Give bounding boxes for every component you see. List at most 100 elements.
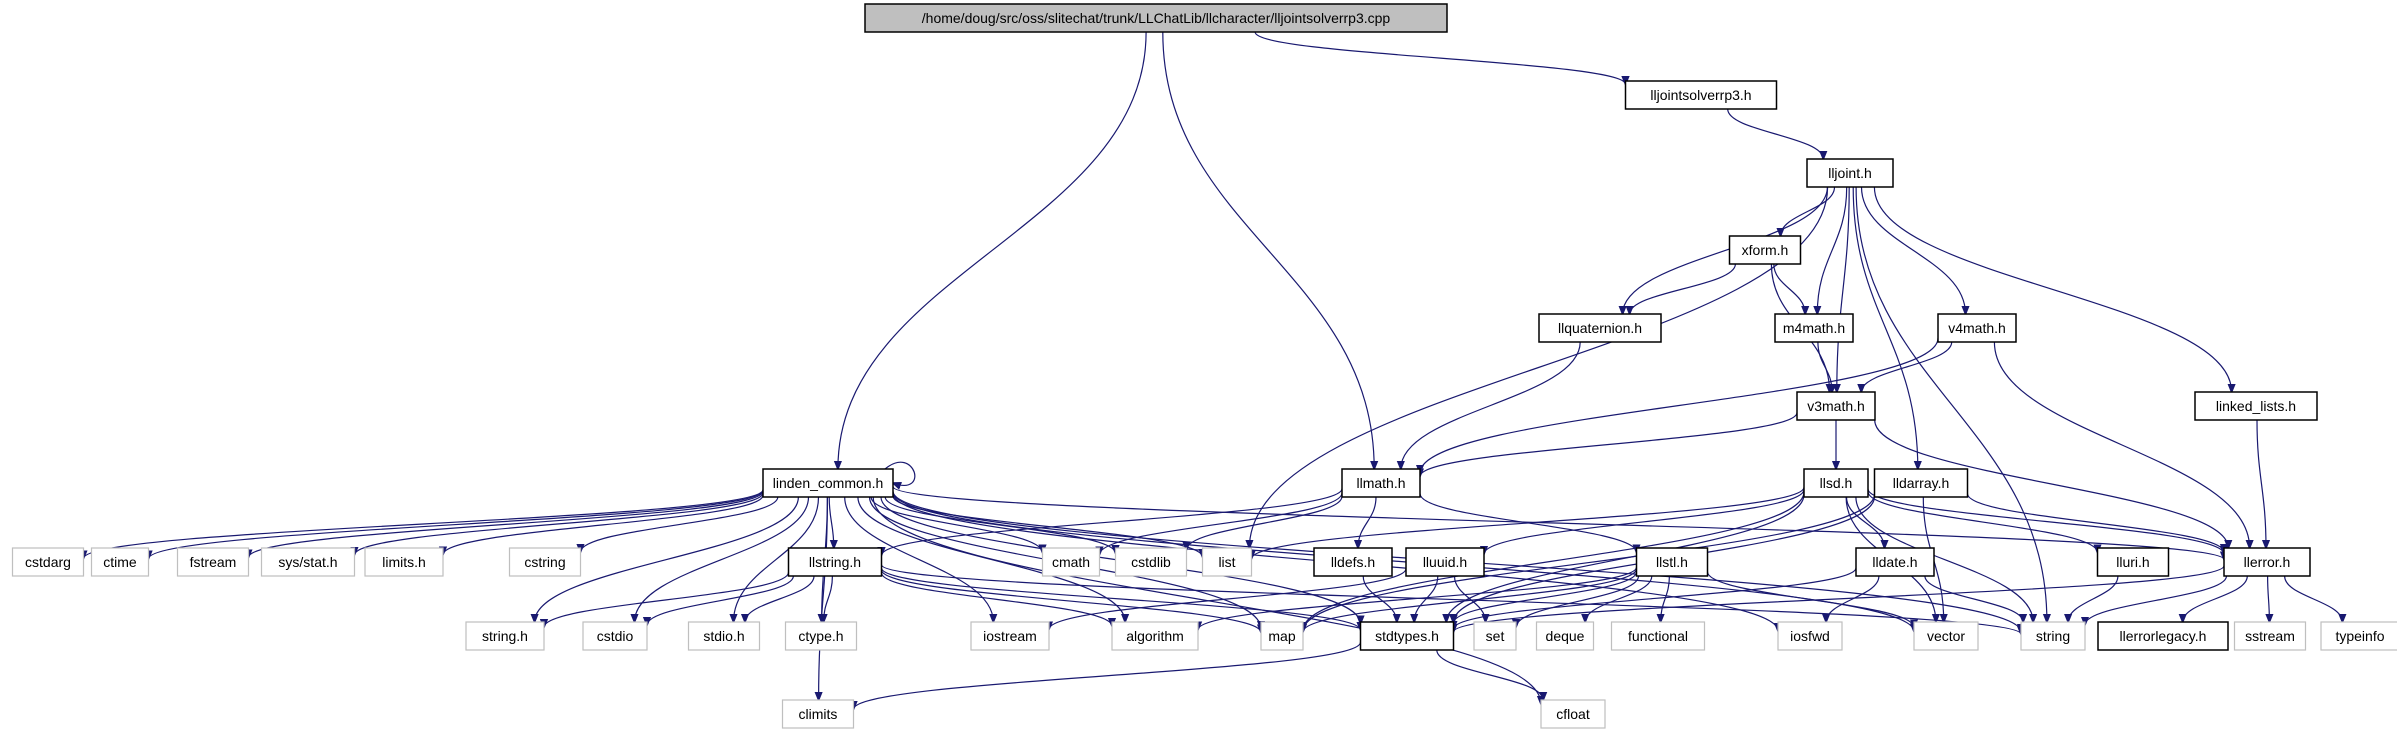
node-cstdlib: cstdlib	[1114, 547, 1188, 577]
node-label: fstream	[190, 554, 237, 570]
edges-layer	[84, 31, 2343, 709]
node-llsdh[interactable]: llsd.h	[1803, 468, 1869, 498]
node-box	[784, 621, 858, 651]
node-box	[1341, 468, 1421, 498]
node-llstringh[interactable]: llstring.h	[787, 547, 883, 577]
node-vector: vector	[1913, 621, 1979, 651]
node-box	[1313, 547, 1393, 577]
node-climits: climits	[781, 699, 855, 729]
edge-llsdh-to-list	[1252, 486, 1805, 559]
node-string: string	[2020, 621, 2086, 651]
node-box	[762, 468, 894, 498]
edge-llstringh-to-stringh	[544, 572, 790, 627]
edge-llquaternionh-to-llmathh	[1401, 341, 1581, 469]
edge-llstlh-to-vector	[1706, 571, 1915, 628]
node-label: cfloat	[1556, 706, 1590, 722]
node-label: string	[2036, 628, 2070, 644]
node-lldefsh[interactable]: lldefs.h	[1313, 547, 1393, 577]
node-box	[2320, 621, 2397, 651]
node-llstlh[interactable]: llstl.h	[1635, 547, 1709, 577]
node-llmathh[interactable]: llmath.h	[1341, 468, 1421, 498]
node-deque: deque	[1535, 621, 1595, 651]
node-box	[2097, 621, 2229, 651]
node-linkedlistsh[interactable]: linked_lists.h	[2194, 391, 2318, 421]
node-v4mathh[interactable]: v4math.h	[1937, 313, 2017, 343]
node-lldarrayh[interactable]: lldarray.h	[1873, 468, 1969, 498]
node-label: lldefs.h	[1331, 554, 1375, 570]
node-cstdarg: cstdarg	[11, 547, 85, 577]
node-label: iosfwd	[1790, 628, 1830, 644]
edge-v3mathh-to-llerrorh	[1874, 419, 2229, 548]
node-label: algorithm	[1126, 628, 1184, 644]
edge-v4mathh-to-llmathh	[1420, 338, 1939, 473]
node-label: functional	[1628, 628, 1688, 644]
edge-llstringh-to-ctypeh	[824, 575, 833, 622]
node-llquaternionh[interactable]: llquaternion.h	[1538, 313, 1662, 343]
edge-lljointh-to-lldarrayh	[1852, 186, 1918, 469]
node-label: llerror.h	[2244, 554, 2291, 570]
edge-lljointh-to-string	[1855, 186, 2047, 622]
node-label: v3math.h	[1807, 398, 1865, 414]
node-box	[2233, 621, 2307, 651]
node-stdtypesh[interactable]: stdtypes.h	[1359, 621, 1455, 651]
node-box	[2194, 391, 2318, 421]
node-lldateh[interactable]: lldate.h	[1855, 547, 1935, 577]
node-box	[1114, 547, 1188, 577]
node-ctime: ctime	[90, 547, 150, 577]
node-label: cstring	[524, 554, 565, 570]
edge-llerrorh-to-stdtypesh	[1454, 565, 2225, 632]
edge-llsdh-to-llerrorh	[1867, 488, 2224, 554]
node-label: deque	[1546, 628, 1585, 644]
node-lljointsolverrp3h[interactable]: lljointsolverrp3.h	[1624, 80, 1778, 110]
edge-lindencommonh-to-climits	[819, 496, 828, 700]
edge-lldateh-to-iosfwd	[1826, 575, 1880, 622]
node-label: llstl.h	[1656, 554, 1688, 570]
node-v3mathh[interactable]: v3math.h	[1796, 391, 1876, 421]
edge-lindencommonh-to-fstream	[249, 491, 764, 557]
node-box	[1473, 621, 1517, 651]
node-lindencommonh[interactable]: linden_common.h	[762, 468, 894, 498]
node-box	[1803, 468, 1869, 498]
edge-lljointh-to-llquaternionh	[1623, 186, 1828, 314]
edge-llsdh-to-lldateh	[1845, 496, 1885, 548]
node-ctypeh: ctype.h	[784, 621, 858, 651]
node-root[interactable]: /home/doug/src/oss/slitechat/trunk/LLCha…	[864, 3, 1448, 33]
node-functional: functional	[1610, 621, 1706, 651]
node-label: stdtypes.h	[1375, 628, 1439, 644]
edge-root-to-llmathh	[1162, 31, 1374, 469]
node-box	[2223, 547, 2311, 577]
node-label: stdio.h	[703, 628, 744, 644]
node-algorithm: algorithm	[1111, 621, 1199, 651]
edge-lindencommonh-to-stdioh	[734, 496, 820, 622]
node-llerrorh[interactable]: llerror.h	[2223, 547, 2311, 577]
edge-v4mathh-to-llerrorh	[1993, 341, 2249, 548]
edge-llstringh-to-stdtypesh	[880, 567, 1361, 630]
edge-lindencommonh-to-cstring	[581, 496, 779, 552]
edge-xformh-to-llquaternionh	[1630, 263, 1736, 314]
edge-llstlh-to-set	[1516, 575, 1640, 627]
node-box	[781, 699, 855, 729]
node-box	[1728, 235, 1802, 265]
node-m4mathh[interactable]: m4math.h	[1774, 313, 1854, 343]
node-lljointh[interactable]: lljoint.h	[1806, 158, 1894, 188]
node-llerrorlegacyh[interactable]: llerrorlegacy.h	[2097, 621, 2229, 651]
node-box	[1260, 621, 1304, 651]
edge-lljointh-to-linkedlistsh	[1873, 186, 2231, 392]
node-box	[582, 621, 648, 651]
edge-llurih-to-string	[2068, 575, 2119, 622]
node-label: set	[1486, 628, 1505, 644]
node-box	[1873, 468, 1969, 498]
edge-lldefsh-to-stdtypesh	[1362, 575, 1397, 622]
edge-lindencommonh-to-cmath	[870, 496, 1042, 553]
edge-llmathh-to-llstringh	[882, 488, 1343, 556]
node-llurih[interactable]: lluri.h	[2096, 547, 2170, 577]
edge-llmathh-to-cmath	[1100, 492, 1343, 555]
edge-root-to-lindencommonh	[838, 31, 1147, 469]
node-xformh[interactable]: xform.h	[1728, 235, 1802, 265]
edge-lindencommonh-to-ctime	[149, 490, 764, 559]
edge-lindencommonh-to-llstringh	[828, 496, 834, 548]
node-lluuidh[interactable]: lluuid.h	[1405, 547, 1485, 577]
node-label: cstdlib	[1131, 554, 1171, 570]
edge-llsdh-to-string	[1855, 496, 2033, 622]
edge-lindencommonh-to-stringh	[535, 496, 799, 622]
